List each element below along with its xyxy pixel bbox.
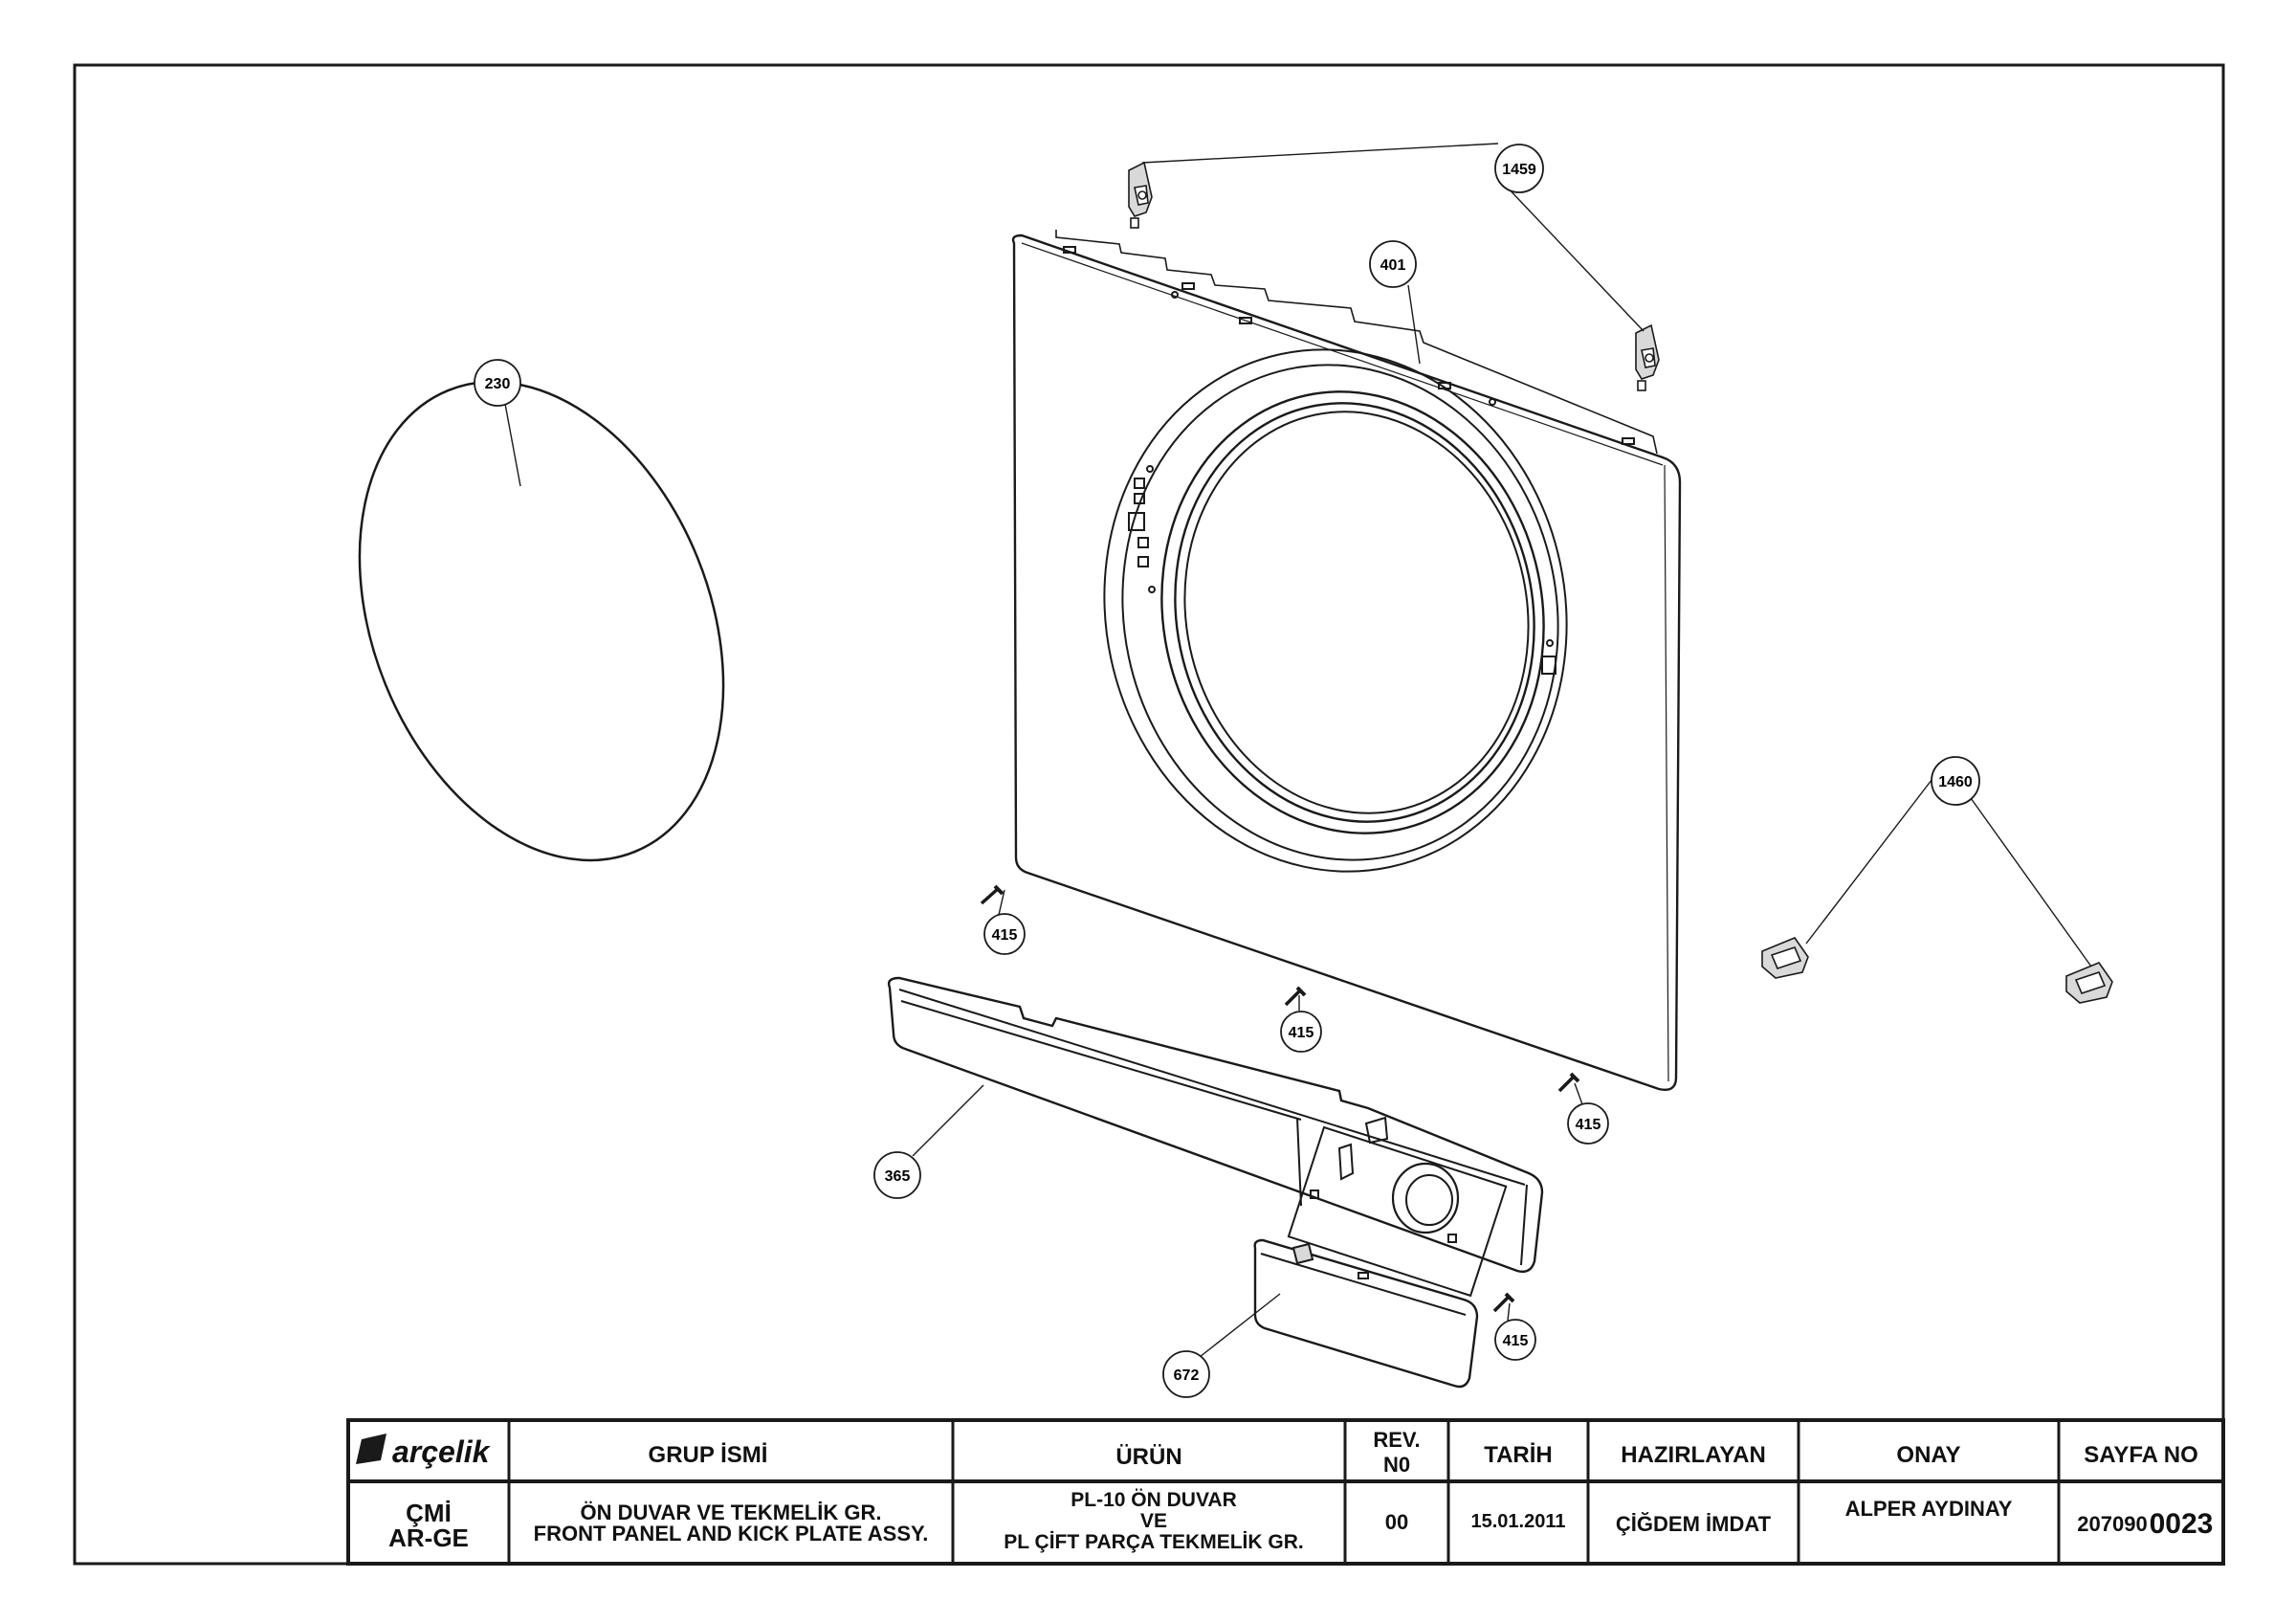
drawing-frame xyxy=(73,63,2225,1566)
arcelik-logo: arçelik xyxy=(356,1434,492,1469)
part-1460-clip-left xyxy=(1761,937,1809,979)
header-prepared: HAZIRLAYAN xyxy=(1621,1442,1766,1468)
svg-text:1459: 1459 xyxy=(1502,162,1536,178)
title-block: arçelik GRUP İSMİ ÜRÜN REV. N0 TARİH HAZ… xyxy=(346,1418,2225,1566)
approval-value: ALPER AYDINAY xyxy=(1845,1497,2013,1521)
part-401-front-panel xyxy=(1011,230,1682,1091)
part-1460-clip-right xyxy=(2065,962,2113,1004)
svg-text:401: 401 xyxy=(1380,257,1406,274)
callout-415-b: 415 xyxy=(1280,1011,1322,1053)
svg-text:arçelik: arçelik xyxy=(392,1434,492,1469)
callout-401: 401 xyxy=(1369,240,1417,288)
header-rev-2: N0 xyxy=(1383,1453,1410,1477)
part-672-flap xyxy=(1253,1238,1479,1389)
header-approval: ONAY xyxy=(1896,1442,1960,1468)
header-group: GRUP İSMİ xyxy=(649,1442,768,1468)
callout-672: 672 xyxy=(1162,1350,1210,1398)
callout-365: 365 xyxy=(873,1151,921,1199)
header-date: TARİH xyxy=(1484,1442,1553,1468)
callout-415-a: 415 xyxy=(983,913,1026,955)
callout-1459: 1459 xyxy=(1494,144,1544,193)
rev-value: 00 xyxy=(1385,1510,1408,1534)
svg-text:415: 415 xyxy=(1503,1333,1529,1349)
svg-text:415: 415 xyxy=(1289,1025,1314,1041)
callout-415-c: 415 xyxy=(1567,1102,1609,1145)
part-415-screws xyxy=(980,884,1580,1313)
date-value: 15.01.2011 xyxy=(1471,1511,1566,1532)
product-line-3: PL ÇİFT PARÇA TEKMELİK GR. xyxy=(1004,1531,1303,1553)
leader-lines xyxy=(504,143,2092,1358)
svg-text:1460: 1460 xyxy=(1938,774,1973,790)
dept-line-2: AR-GE xyxy=(388,1523,469,1552)
callout-230: 230 xyxy=(474,359,521,407)
callout-415-d: 415 xyxy=(1494,1319,1536,1361)
svg-text:672: 672 xyxy=(1174,1367,1200,1384)
part-1459-hinge-right xyxy=(1635,323,1660,391)
header-rev-1: REV. xyxy=(1373,1428,1420,1452)
page-number: 0023 xyxy=(2150,1508,2214,1540)
product-line-2: VE xyxy=(1140,1510,1167,1532)
part-1459-hinge-left xyxy=(1128,161,1153,229)
part-230-ring xyxy=(358,380,725,862)
group-name-tr: ÖN DUVAR VE TEKMELİK GR. xyxy=(581,1501,882,1524)
svg-text:365: 365 xyxy=(885,1168,911,1185)
callout-1460: 1460 xyxy=(1931,756,1980,806)
group-name-en: FRONT PANEL AND KICK PLATE ASSY. xyxy=(534,1522,929,1545)
svg-text:415: 415 xyxy=(992,927,1018,944)
prepared-value: ÇİĞDEM İMDAT xyxy=(1616,1512,1772,1536)
svg-text:230: 230 xyxy=(485,376,511,392)
callouts: 1459 401 230 1460 415 415 415 415 xyxy=(474,144,1980,1398)
dept-line-1: ÇMİ xyxy=(406,1499,452,1527)
svg-text:415: 415 xyxy=(1576,1117,1601,1133)
header-product: ÜRÜN xyxy=(1115,1444,1181,1470)
part-365-kick-plate xyxy=(887,976,1544,1298)
header-page: SAYFA NO xyxy=(2084,1442,2198,1468)
product-line-1: PL-10 ÖN DUVAR xyxy=(1071,1489,1236,1511)
page-prefix: 207090 xyxy=(2077,1512,2147,1536)
